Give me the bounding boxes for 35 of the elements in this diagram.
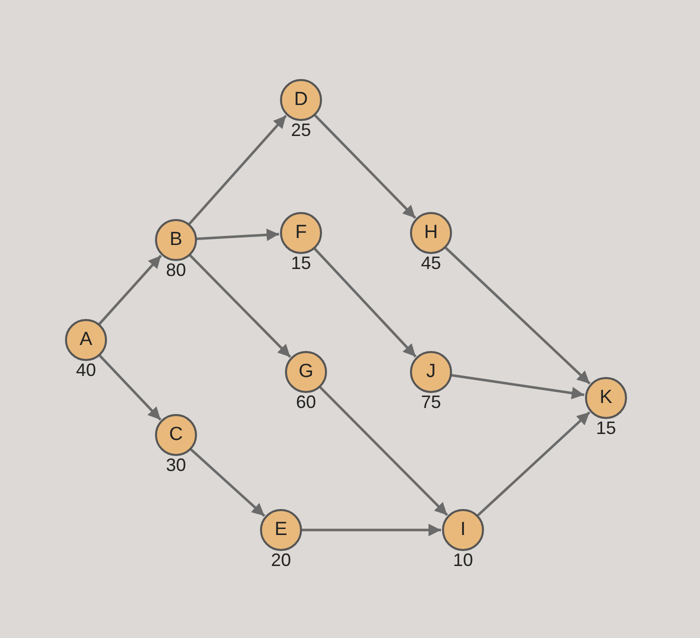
node-circle: I [442,509,484,551]
node-duration: 30 [166,455,186,476]
arrow [188,254,292,358]
node-circle: F [280,212,322,254]
node-duration: 45 [420,253,442,274]
node-circle: J [410,351,452,393]
node-duration: 75 [420,392,442,413]
arrow [450,374,584,400]
arrow [314,114,416,219]
node-duration: 25 [290,120,312,141]
node-circle: C [155,414,197,456]
node-circle: B [155,219,197,261]
node-duration: 15 [290,253,312,274]
arrow [188,114,287,226]
arrow [444,246,591,384]
arrow [190,448,266,517]
arrow [476,411,590,517]
arrow [98,254,162,326]
arrow [301,524,441,536]
node-circle: K [585,377,627,419]
arrow [318,386,448,516]
node-circle: E [260,509,302,551]
arrow [196,228,280,242]
arrow [98,354,162,421]
node-circle: H [410,212,452,254]
arrow [313,247,417,358]
node-duration: 80 [166,260,186,281]
node-circle: A [65,319,107,361]
node-duration: 10 [452,550,474,571]
node-duration: 60 [296,392,316,413]
node-duration: 20 [270,550,292,571]
node-circle: D [280,79,322,121]
node-duration: 15 [596,418,616,439]
node-duration: 40 [76,360,96,381]
node-circle: G [285,351,327,393]
